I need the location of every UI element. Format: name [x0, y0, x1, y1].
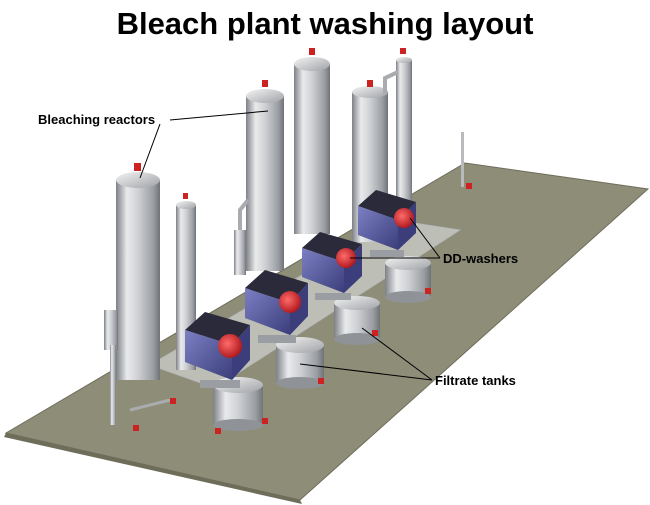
label-filtrate-tanks: Filtrate tanks: [435, 373, 516, 388]
floor-valves: [133, 183, 472, 434]
leader-tanks-1: [299, 363, 433, 381]
standpipe: [461, 132, 464, 187]
dd-washer-1: [185, 312, 250, 388]
leader-reactors-2: [139, 123, 161, 179]
filtrate-tank-4: [385, 256, 431, 303]
reactor-tower-2: [234, 80, 284, 275]
label-bleaching-reactors: Bleaching reactors: [38, 112, 156, 127]
label-dd-washers: DD-washers: [443, 251, 519, 266]
diagram-title: Bleach plant washing layout: [116, 6, 534, 41]
dd-washer-2: [245, 270, 308, 343]
leader-tanks-2: [361, 327, 433, 381]
reactor-tower-3: [294, 48, 330, 234]
floor-edge: [4, 433, 302, 504]
leader-reactors-1: [169, 110, 269, 121]
leader-washers-1: [409, 217, 441, 259]
filtrate-tank-3: [334, 296, 380, 345]
dd-washer-4: [358, 190, 416, 257]
dd-washer-3: [302, 232, 362, 300]
filtrate-tank-2: [276, 337, 324, 389]
